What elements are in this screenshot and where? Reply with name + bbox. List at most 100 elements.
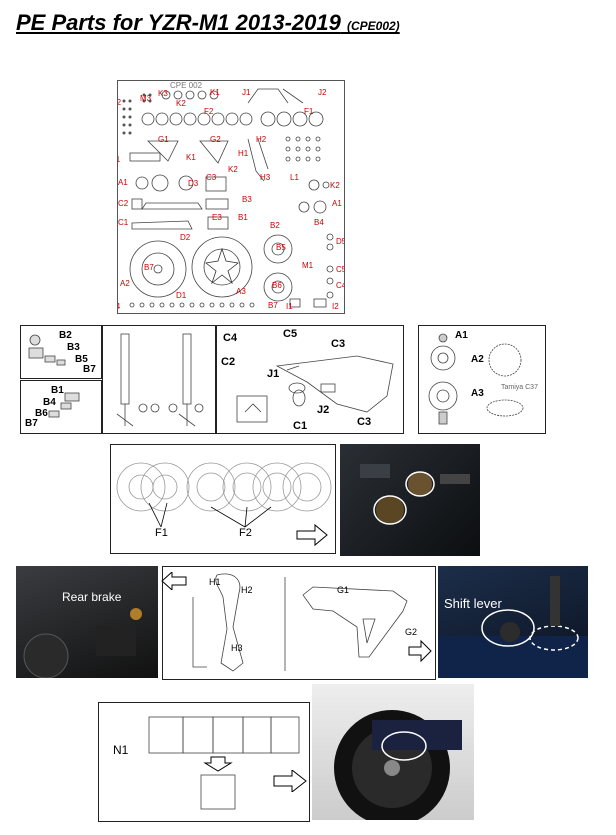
sheet-label: H2 [256,135,267,144]
h1-label: H1 [209,577,221,587]
arrow-left-icon [160,572,188,590]
j2-label: J2 [317,404,330,416]
c3b-label: C3 [357,416,372,428]
f1-label: F1 [155,527,168,539]
sheet-label: B6 [272,281,282,290]
b5-label: B5 [75,354,88,365]
n1-drawing [148,716,300,810]
shift-lever-photo [438,576,588,678]
c4-label: C4 [223,332,238,344]
sheet-label: K2 [176,99,186,108]
title-text: PE Parts for YZR-M1 2013-2019 [16,10,341,35]
sheet-label: C4 [336,281,344,290]
sheet-label: A3 [236,287,246,296]
b6-label: B6 [35,408,48,419]
b7-label: B7 [25,418,38,429]
sheet-label: B5 [276,243,286,252]
levers-drawing [192,573,432,672]
sheet-label: K1 [210,88,220,97]
b2-label: B2 [59,330,72,341]
sheet-label: A1 [332,199,342,208]
a1-label: A1 [455,330,468,341]
b-parts-bottom-drawing [48,392,80,418]
sheet-label: H3 [260,173,271,182]
arrow-right-icon [272,770,308,792]
sheet-label: A1 [118,178,128,187]
sheet-label: J2 [318,88,327,97]
sheet-label: D1 [176,291,187,300]
n1-label: N1 [113,743,129,757]
a2-label: A2 [471,354,484,365]
panel-b-top: B2 B3 B5 B7 [20,325,102,379]
sheet-label: B7 [268,301,278,310]
sheet-label: K1 [186,153,196,162]
sheet-label: B7 [144,263,154,272]
panel-f: F1 F2 [110,444,336,554]
b7-label: B7 [83,364,96,375]
panel-fork [102,325,216,434]
sheet-label: I2 [332,302,339,311]
h3-label: H3 [231,643,243,653]
page-title: PE Parts for YZR-M1 2013-2019 (CPE002) [16,10,400,36]
panel-b-bottom: B1 B4 B6 B7 [20,380,102,434]
sheet-label: L1 [290,173,299,182]
h2-label: H2 [241,585,253,595]
b-parts-top-drawing [28,334,66,366]
f2-label: F2 [239,527,252,539]
sheet-label: A2 [120,279,130,288]
sheet-label: D4 [118,302,120,311]
photo-steering-head [340,444,480,556]
sheet-label: D3 [188,179,199,188]
sheet-label: D2 [180,233,191,242]
photo-rear-brake: Rear brake [16,566,158,678]
panel-a: A1 A2 A3 Tamiya C37 [418,325,546,434]
sheet-label: K2 [330,181,340,190]
rear-brake-photo [23,608,142,678]
photo-rear-wheel [312,684,474,820]
c1-label: C1 [293,420,308,432]
j1-label: J1 [267,368,280,380]
sheet-label: M1 [302,261,314,270]
sheet-label: C3 [206,173,217,182]
g1-label: G1 [337,585,350,595]
sheet-label: G2 [210,135,221,144]
sheet-label: G1 [158,135,169,144]
c2-label: C2 [221,356,236,368]
sheet-label: B4 [314,218,324,227]
panel-h-g: H1 H2 H3 G1 G2 [162,566,436,680]
sheet-label: M3 [140,94,152,103]
sheet-label: H1 [238,149,249,158]
sheet-header: CPE 002 [170,81,203,90]
sheet-label: B2 [270,221,280,230]
b4-label: B4 [43,397,56,408]
sheet-label: D5 [336,237,344,246]
photo-shift-lever: Shift lever [438,566,588,678]
panel-c: C4 C5 C3 C2 J1 J2 C1 C3 [216,325,404,434]
discs-drawing [428,333,524,425]
g2-label: G2 [405,627,418,637]
pe-sheet-drawing [122,88,334,308]
sheet-label: F2 [204,107,214,116]
shift-lever-caption: Shift lever [444,596,502,611]
sheet-label: J1 [242,88,251,97]
sheet-label: K3 [158,89,168,98]
title-code: (CPE002) [346,19,400,33]
sheet-label: M2 [117,98,122,107]
swingarm-drawing [236,355,394,423]
b1-label: B1 [51,385,64,396]
steering-head-photo [360,464,470,525]
tamiya-note: Tamiya C37 [501,384,538,391]
sheet-label: C2 [118,199,129,208]
c5-label: C5 [283,328,298,340]
sheet-label: N1 [118,155,120,164]
pe-sheet: CPE 002 M2 M3 K3 K1 K2 J1 J2 F2 F1 G1 G2… [117,80,345,314]
rear-brake-caption: Rear brake [62,590,122,604]
b3-label: B3 [67,342,80,353]
panel-n: N1 [98,702,310,822]
sheet-label: I1 [286,302,293,311]
sheet-label: B1 [238,213,248,222]
sheet-label: C1 [118,218,129,227]
sheet-label: F1 [304,107,314,116]
c3-label: C3 [331,338,346,350]
sheet-label: E3 [212,213,222,222]
